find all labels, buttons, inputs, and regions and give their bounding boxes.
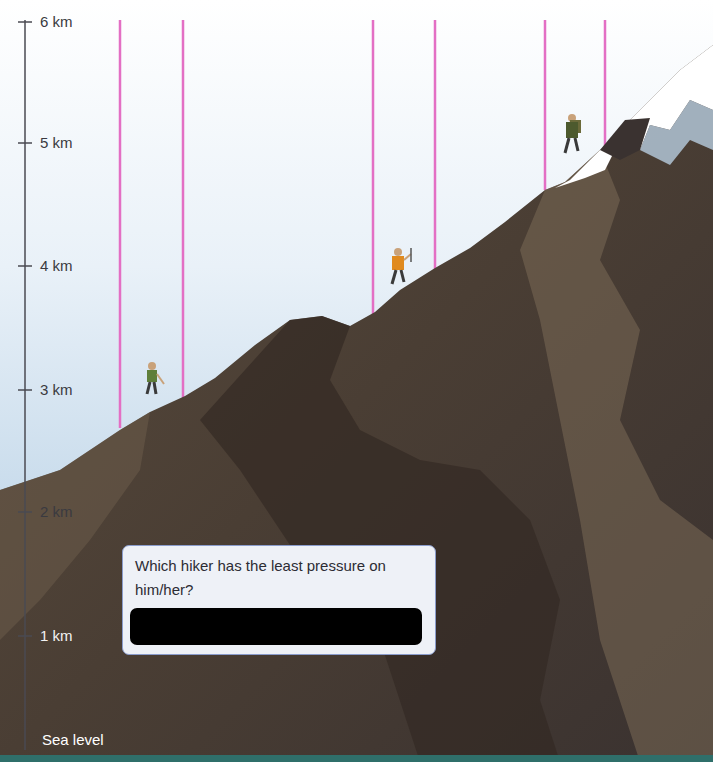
altitude-label: 5 km: [40, 134, 73, 152]
snow-shade: [640, 100, 713, 165]
redacted-answer: [130, 608, 422, 645]
altitude-label: 4 km: [40, 257, 73, 275]
altitude-axis: [18, 20, 32, 750]
ridge-shade: [200, 316, 560, 762]
altitude-label: 2 km: [40, 503, 73, 521]
sea-level-label: Sea level: [42, 731, 104, 749]
rock-outcrop: [600, 118, 650, 160]
ground-strip: [0, 755, 713, 762]
hiker: [147, 362, 164, 394]
snow: [555, 45, 713, 188]
hiker: [565, 114, 581, 153]
question-text: Which hiker has the least pressure on hi…: [135, 554, 397, 602]
altitude-label: 6 km: [40, 13, 73, 31]
mountain: [0, 45, 713, 762]
altitude-label: 3 km: [40, 381, 73, 399]
ridge-light: [520, 150, 713, 762]
question-callout: Which hiker has the least pressure on hi…: [122, 545, 436, 655]
hiker: [392, 248, 411, 284]
altitude-label: 1 km: [40, 627, 73, 645]
